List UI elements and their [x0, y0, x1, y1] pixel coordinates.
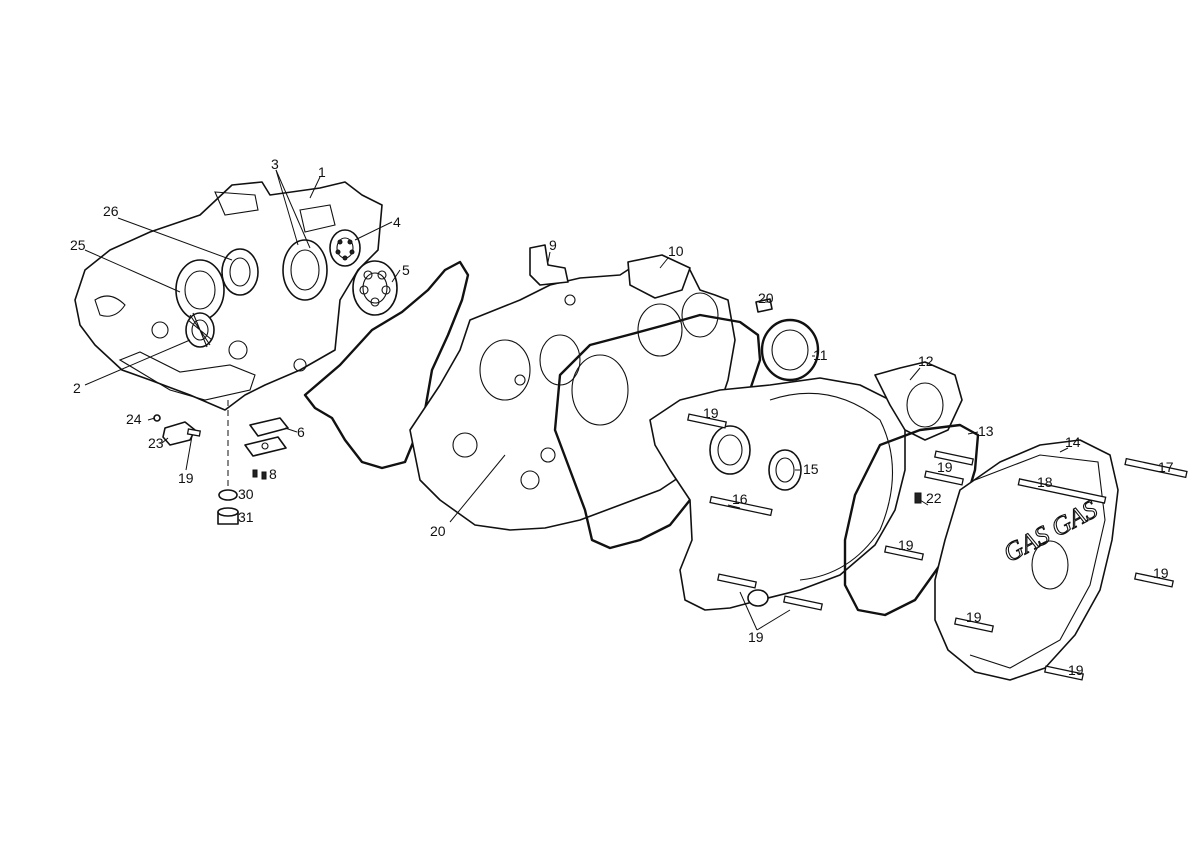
callout-12: 12: [918, 353, 934, 369]
callout-19: 19: [748, 629, 764, 645]
callout-2: 2: [73, 380, 81, 396]
oil-seal-26: [221, 248, 259, 296]
callout-4: 4: [393, 214, 401, 230]
callout-31: 31: [238, 509, 254, 525]
bearing-25: [175, 259, 225, 321]
callout-19: 19: [1068, 662, 1084, 678]
bearing-3-outer: [282, 239, 328, 301]
callout-19: 19: [937, 459, 953, 475]
callout-8: 8: [269, 466, 277, 482]
callout-19: 19: [1153, 565, 1169, 581]
callout-13: 13: [978, 423, 994, 439]
bolt-18: [1017, 478, 1107, 504]
bolt-19: [954, 617, 994, 633]
callout-1: 1: [318, 164, 326, 180]
left-crankcase-half: [74, 181, 398, 411]
bearing-5: [352, 260, 398, 316]
clutch-cover-gasket-13: [843, 423, 980, 617]
inner-clutch-cover: [649, 377, 906, 611]
callout-15: 15: [803, 461, 819, 477]
callout-17: 17: [1158, 459, 1174, 475]
bolt-19: [884, 545, 924, 561]
callout-18: 18: [1037, 474, 1053, 490]
leader-lines: [84, 169, 1069, 631]
callout-20: 20: [430, 523, 446, 539]
callout-5: 5: [402, 262, 410, 278]
callout-11: 11: [813, 347, 828, 363]
callout-10: 10: [668, 243, 684, 259]
bolt-19: [717, 573, 757, 589]
callout-16: 16: [732, 491, 748, 507]
bearing-4: [329, 229, 361, 267]
plate-6b: [244, 436, 287, 457]
callout-23: 23: [148, 435, 164, 451]
bolts: [687, 413, 1188, 681]
bolt-19: [924, 470, 964, 486]
callout-9: 9: [549, 237, 557, 253]
callout-19: 19: [178, 470, 194, 486]
callout-labels: 1 2 3 4 5 6 8 9 10 11 12 13 14 15 16 17 …: [70, 156, 1174, 678]
bolt-19: [783, 595, 823, 611]
callout-24: 24: [126, 411, 142, 427]
right-crankcase-half: [409, 244, 736, 531]
callout-3: 3: [271, 156, 279, 172]
plate-6a: [249, 417, 289, 437]
outer-clutch-cover-14: GAS GAS: [934, 439, 1119, 681]
bracket-9: [529, 244, 569, 286]
callout-22: 22: [926, 490, 942, 506]
cover-12: [874, 361, 963, 441]
bolt-19: [687, 413, 727, 429]
bracket-23: [162, 421, 196, 446]
callout-20: 20: [758, 290, 774, 306]
callout-25: 25: [70, 237, 86, 253]
cylinder-mount-10: [627, 254, 691, 299]
bolt-19: [1134, 572, 1174, 588]
dowel-22: [914, 492, 922, 504]
callout-26: 26: [103, 203, 119, 219]
callout-19: 19: [898, 537, 914, 553]
callout-6: 6: [297, 424, 305, 440]
seal-15: [768, 449, 802, 491]
callout-14: 14: [1065, 434, 1081, 450]
bolt-19: [934, 450, 974, 466]
callout-30: 30: [238, 486, 254, 502]
crankcase-gasket-20a: [303, 260, 470, 470]
bolt-17: [1124, 457, 1188, 479]
gasket-11: [760, 318, 820, 382]
washer-30: [218, 489, 238, 501]
bolt-16: [709, 495, 773, 517]
drain-parts: [153, 400, 289, 525]
callout-19: 19: [966, 609, 982, 625]
bolt-19: [1044, 665, 1084, 681]
callout-19: 19: [703, 405, 719, 421]
